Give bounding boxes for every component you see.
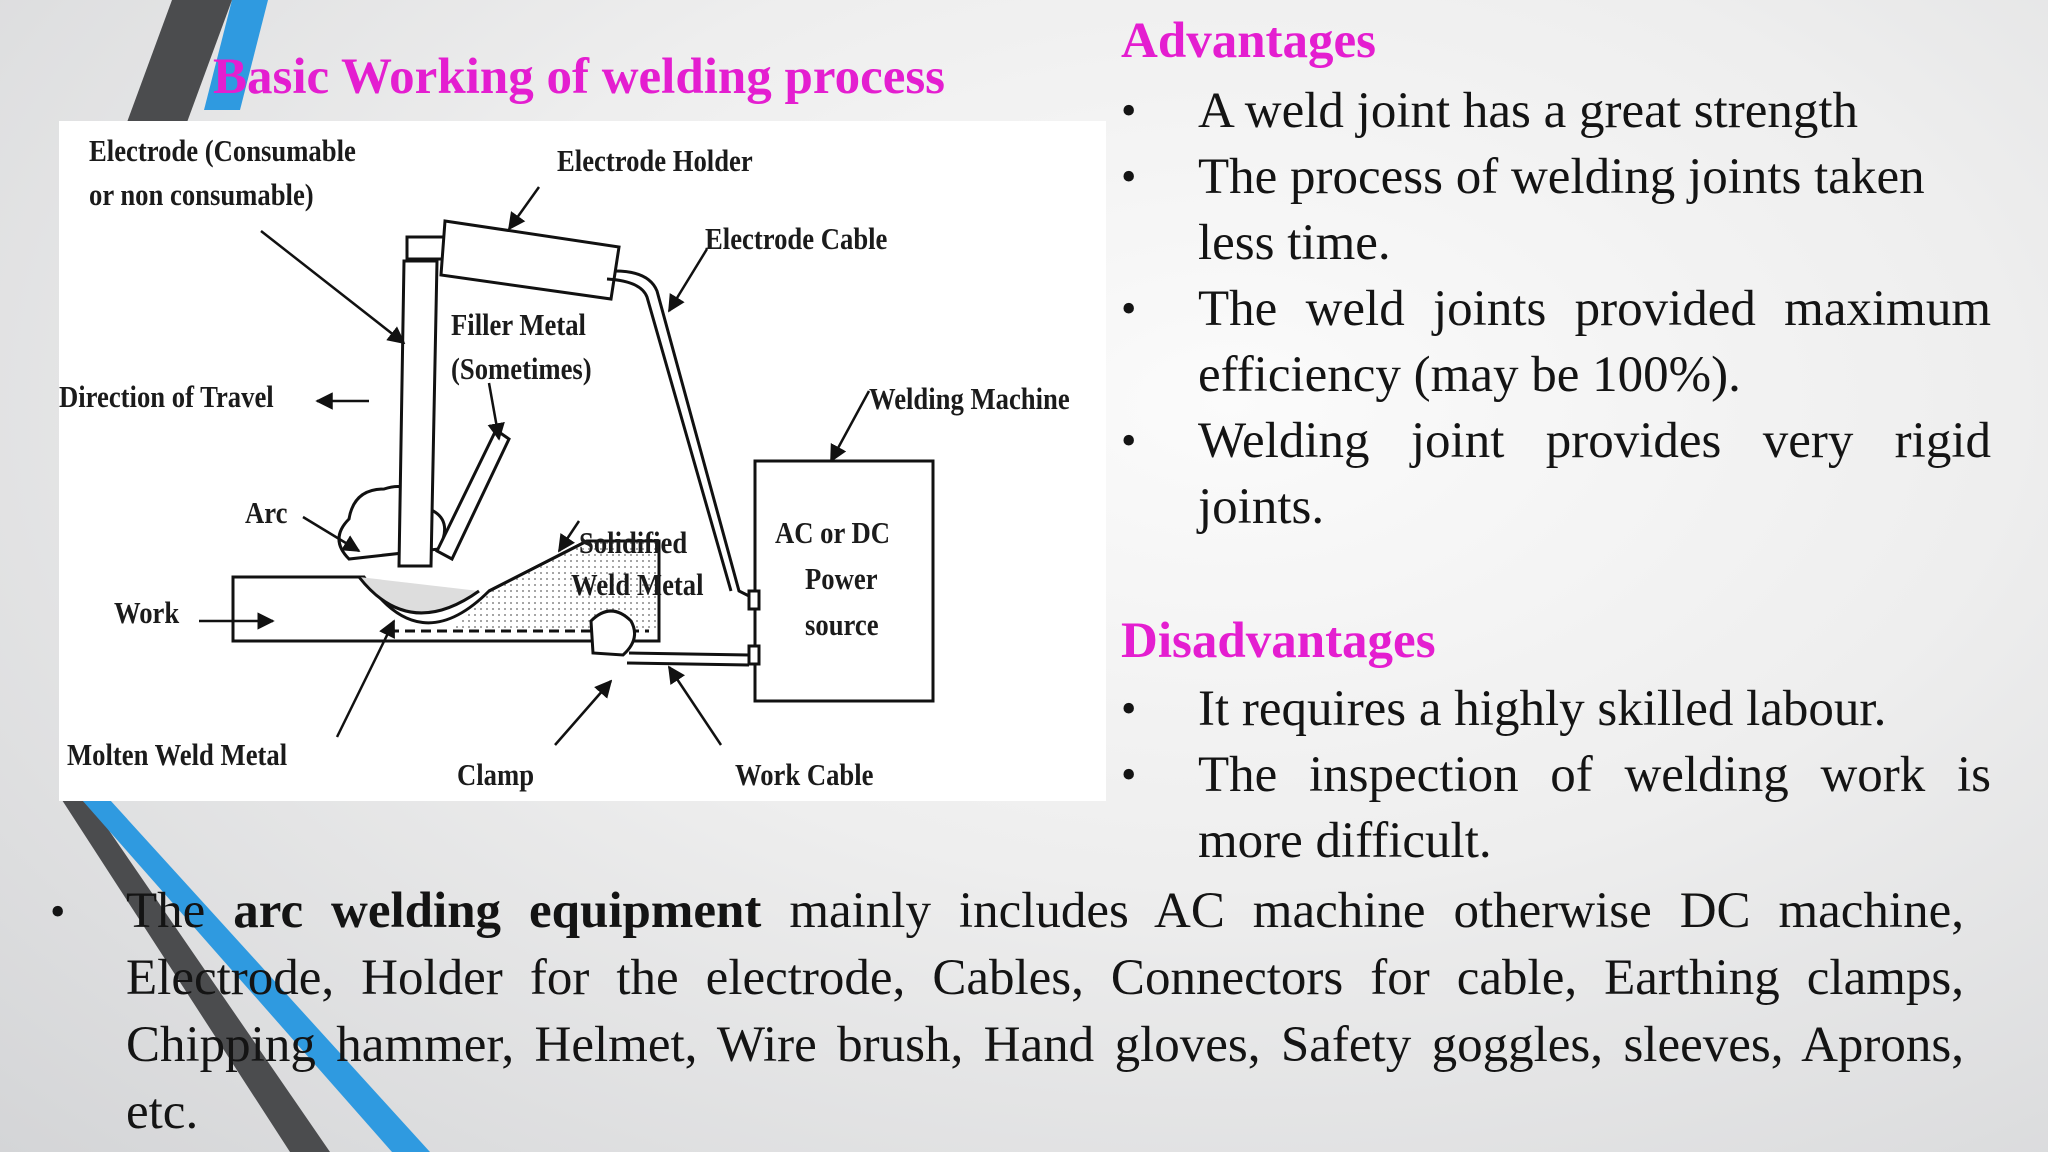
disadvantages-heading: Disadvantages <box>1121 613 1436 669</box>
label-electrode-holder: Electrode Holder <box>557 143 753 178</box>
equipment-prefix: The <box>126 883 234 939</box>
advantage-item: The process of welding joints taken less… <box>1121 144 1991 276</box>
label-work-cable: Work Cable <box>735 757 874 792</box>
disadvantage-item: The inspection of welding work is more d… <box>1121 742 1991 874</box>
clamp <box>589 609 637 657</box>
label-solidified-line2: Weld Metal <box>571 567 704 602</box>
filler-rod <box>435 427 511 562</box>
electrode-rod <box>397 259 439 568</box>
disadvantage-item: It requires a highly skilled labour. <box>1121 676 1991 742</box>
label-power-line1: AC or DC <box>775 515 891 550</box>
label-filler-metal-line1: Filler Metal <box>451 307 586 342</box>
label-molten-weld-metal: Molten Weld Metal <box>67 737 288 772</box>
advantages-list: A weld joint has a great strength The pr… <box>1121 78 1991 540</box>
label-electrode-line2: or non consumable) <box>89 177 314 212</box>
equipment-bold: arc welding equipment <box>233 883 762 939</box>
advantage-item: The weld joints provided maximum efficie… <box>1121 276 1991 408</box>
label-arc: Arc <box>245 495 288 530</box>
power-source-box <box>753 459 935 703</box>
advantage-item: Welding joint provides very rigid joints… <box>1121 408 1991 540</box>
diagram-title: Basic Working of welding process <box>213 49 946 105</box>
equipment-rest: mainly includes AC machine otherwise DC … <box>126 883 1964 1140</box>
label-filler-metal-line2: (Sometimes) <box>451 351 592 386</box>
label-solidified-line1: Solidified <box>579 525 688 560</box>
disadvantages-list: It requires a highly skilled labour. The… <box>1121 676 1991 874</box>
solidified-weld <box>449 541 659 631</box>
label-power-line2: Power <box>805 561 878 596</box>
advantages-heading: Advantages <box>1121 13 1377 69</box>
label-direction-of-travel: Direction of Travel <box>59 379 274 414</box>
electrode-holder-body <box>439 219 621 301</box>
label-electrode-cable: Electrode Cable <box>705 221 888 256</box>
molten-pool <box>357 576 480 615</box>
equipment-text: The arc welding equipment mainly include… <box>44 878 1964 1146</box>
label-work: Work <box>114 595 180 630</box>
blue-stripe-upper <box>204 0 268 110</box>
label-welding-machine: Welding Machine <box>869 381 1070 416</box>
dark-stripe-upper <box>126 0 232 125</box>
label-clamp: Clamp <box>457 757 535 792</box>
equipment-bullet: The arc welding equipment mainly include… <box>44 878 1964 1146</box>
welding-diagram: Electrode (Consumable or non consumable)… <box>59 121 1106 801</box>
work-cable <box>628 651 750 657</box>
advantage-item: A weld joint has a great strength <box>1121 78 1991 144</box>
label-electrode-line1: Electrode (Consumable <box>89 133 356 168</box>
electrode-cable <box>614 269 750 598</box>
label-power-line3: source <box>805 607 879 642</box>
welding-diagram-drawing <box>199 186 935 746</box>
